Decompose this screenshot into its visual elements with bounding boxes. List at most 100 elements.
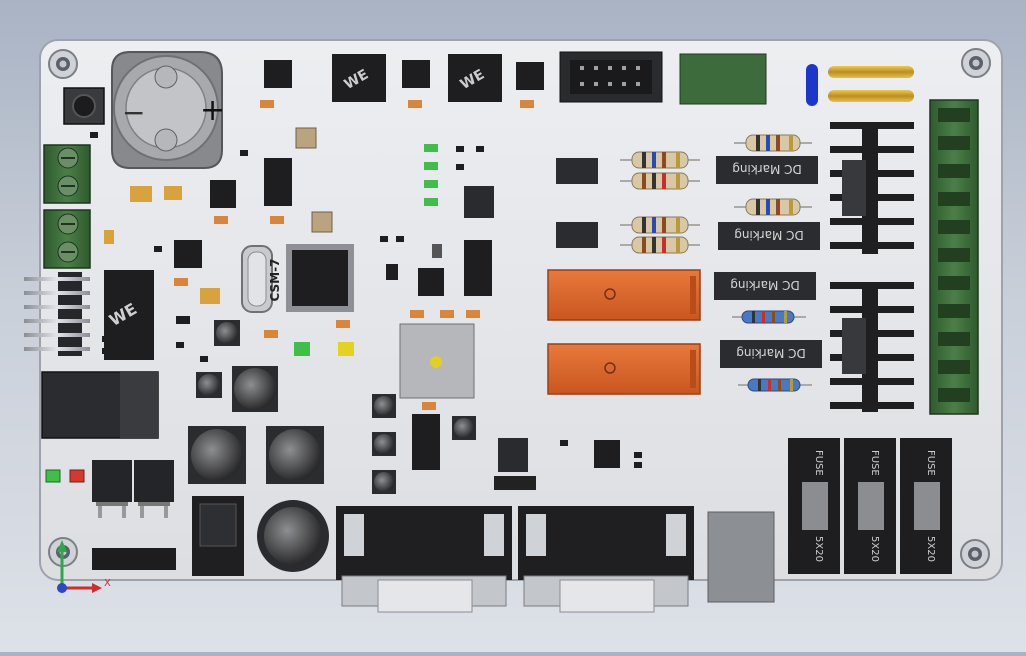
gold-part xyxy=(828,90,914,102)
smd-passives xyxy=(90,100,642,468)
fuse-rating: 5X20 xyxy=(925,536,936,562)
resistor xyxy=(734,134,812,152)
microcontroller xyxy=(286,244,354,312)
terminal-block xyxy=(43,209,91,269)
ic-chip xyxy=(516,62,544,90)
box-header xyxy=(559,51,663,103)
battery-plus-label: + xyxy=(200,93,225,128)
electrolytic-capacitor xyxy=(452,416,476,440)
crystal: CSM-7 xyxy=(241,245,282,313)
fuse-label: FUSE xyxy=(925,450,936,476)
coin-battery-holder: + − xyxy=(111,51,225,169)
ic-chip xyxy=(464,240,492,296)
ceramic-capacitor xyxy=(806,64,818,106)
ic-chip xyxy=(174,240,202,268)
ic-chip: WE xyxy=(104,270,154,360)
resistor xyxy=(620,172,700,190)
electrolytic-capacitor xyxy=(214,320,240,346)
dc-marking-label: DC Marking xyxy=(732,162,802,176)
electrolytic-capacitor xyxy=(372,394,396,418)
ic-chip xyxy=(594,440,620,468)
resistor xyxy=(738,378,812,392)
led-green xyxy=(424,144,438,152)
led-yellow xyxy=(338,342,354,356)
transformer: WE xyxy=(332,54,386,102)
tantalum-capacitor xyxy=(130,186,152,202)
terminal-strip xyxy=(929,99,979,415)
led-green xyxy=(294,342,310,356)
ic-chip xyxy=(264,158,292,206)
fuse-holder: FUSE 5X20 xyxy=(844,438,896,574)
axis-x-label: X xyxy=(104,578,111,589)
tantalum-capacitor xyxy=(200,288,220,304)
ic-chip xyxy=(418,268,444,296)
resistor xyxy=(620,151,700,169)
electrolytic-capacitor xyxy=(232,366,278,412)
dip-switch xyxy=(498,438,528,472)
dc-marking-label: DC Marking xyxy=(736,346,806,360)
marked-component: DC Marking xyxy=(716,156,818,184)
axis-triad-icon: X xyxy=(57,540,111,593)
mounting-hole-icon xyxy=(48,49,78,79)
tantalum-capacitor xyxy=(164,186,182,200)
mounting-hole-icon xyxy=(960,539,990,569)
fuse-label: FUSE xyxy=(869,450,880,476)
inductor xyxy=(311,211,333,233)
db9-connector xyxy=(518,506,694,613)
fuse-rating: 5X20 xyxy=(869,536,880,562)
radial-capacitor xyxy=(257,500,329,572)
resistor xyxy=(732,310,806,324)
dc-marking-label: DC Marking xyxy=(734,228,804,242)
black-connector xyxy=(92,548,176,570)
resistor xyxy=(734,198,812,216)
mounting-hole-icon xyxy=(961,48,991,78)
dc-marking-label: DC Marking xyxy=(730,278,800,292)
heatsink xyxy=(830,122,914,254)
voltage-regulator xyxy=(134,460,174,518)
led-green xyxy=(45,469,61,483)
pin-header xyxy=(24,272,90,356)
optocoupler xyxy=(556,158,598,184)
led-red xyxy=(69,469,85,483)
electrolytic-capacitor xyxy=(188,426,246,484)
led-green xyxy=(424,180,438,188)
marked-component: DC Marking xyxy=(720,340,822,368)
relay xyxy=(547,269,701,321)
electrolytic-capacitor xyxy=(196,372,222,398)
optocoupler xyxy=(556,222,598,248)
pushbutton xyxy=(63,87,105,125)
relay xyxy=(547,343,701,395)
electrolytic-capacitor xyxy=(372,470,396,494)
led-green xyxy=(424,162,438,170)
transformer: WE xyxy=(448,54,502,102)
electrolytic-capacitor xyxy=(372,432,396,456)
fuse-holder: FUSE 5X20 xyxy=(900,438,952,574)
resistor xyxy=(620,216,700,234)
fuse-holder: FUSE 5X20 xyxy=(788,438,840,574)
buzzer xyxy=(399,323,475,399)
ic-chip xyxy=(402,60,430,88)
ic-chip xyxy=(264,60,292,88)
electrolytic-capacitor xyxy=(266,426,324,484)
gold-part xyxy=(828,66,914,78)
db9-connector xyxy=(336,506,512,613)
led-green xyxy=(424,198,438,206)
inductor xyxy=(295,127,317,149)
fuse-label: FUSE xyxy=(813,450,824,476)
battery-minus-label: − xyxy=(122,96,145,129)
ic-chip xyxy=(412,414,440,470)
marked-component: DC Marking xyxy=(714,272,816,300)
barrel-jack xyxy=(192,496,244,576)
terminal-block xyxy=(43,144,91,204)
rj-connector xyxy=(707,511,775,603)
crystal-label: CSM-7 xyxy=(268,259,282,302)
marked-component: DC Marking xyxy=(718,222,820,250)
jumper-header xyxy=(494,476,536,490)
heatsink xyxy=(830,282,914,412)
dc-jack-top xyxy=(120,372,158,438)
film-capacitor xyxy=(679,53,767,105)
resistor xyxy=(620,236,700,254)
ic-chip xyxy=(210,180,236,208)
